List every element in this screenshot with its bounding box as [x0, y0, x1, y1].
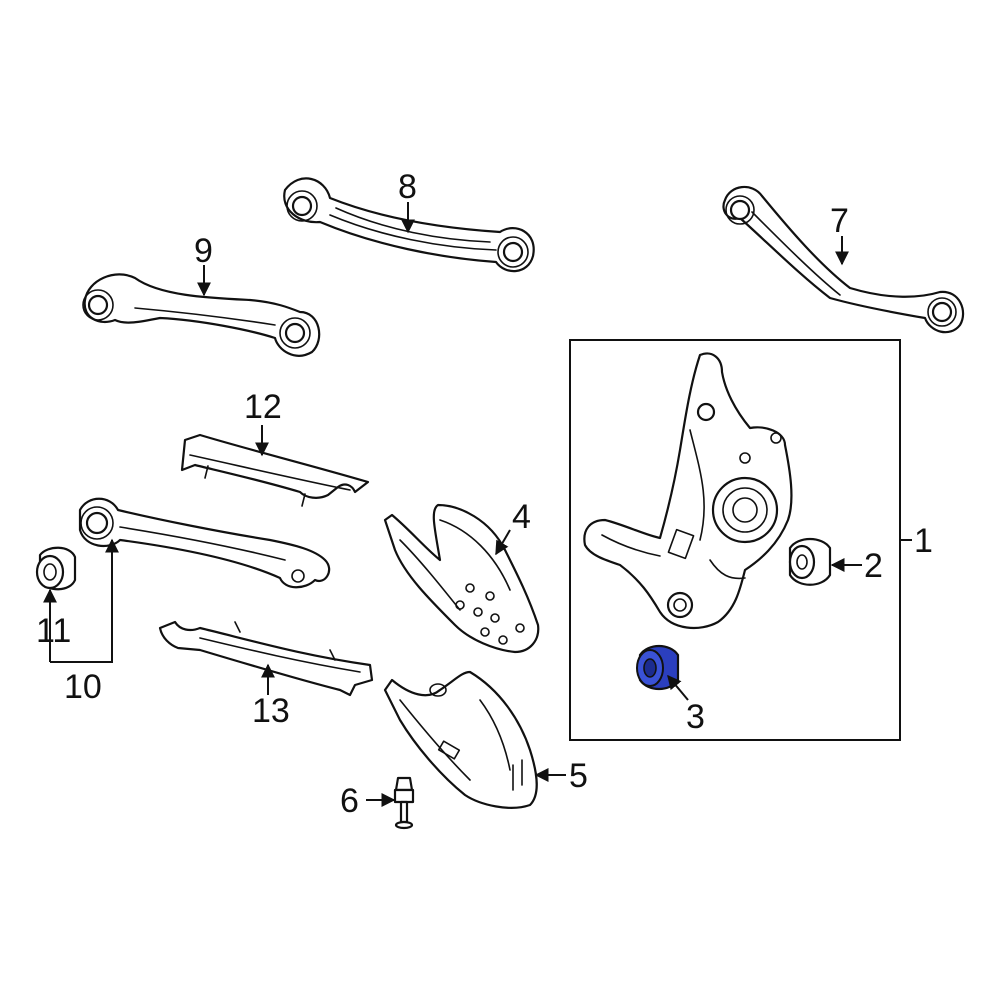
part-10-lower-arm[interactable] [78, 497, 331, 589]
part-3-bushing-highlighted[interactable] [636, 644, 680, 691]
callout-11: 11 [36, 612, 71, 650]
callout-7: 7 [830, 202, 849, 240]
callout-3: 3 [686, 698, 705, 736]
callout-5: 5 [569, 757, 588, 795]
part-7-control-arm[interactable] [722, 186, 965, 334]
part-2-bushing[interactable] [788, 537, 832, 586]
callout-9: 9 [194, 232, 213, 270]
part-9-control-arm[interactable] [82, 273, 321, 357]
part-12-cover[interactable] [180, 433, 370, 507]
part-6-bolt[interactable] [393, 776, 415, 830]
callout-labels: 1 2 3 4 5 6 7 8 9 10 11 12 13 [36, 168, 933, 820]
part-11-bushing[interactable] [35, 546, 77, 591]
callout-2: 2 [864, 547, 883, 585]
leader-lines [43, 202, 912, 807]
callout-1: 1 [914, 522, 933, 560]
callout-8: 8 [398, 168, 417, 206]
part-5-bracket[interactable] [383, 670, 538, 809]
callout-4: 4 [512, 498, 531, 536]
callout-12: 12 [244, 388, 282, 426]
callout-13: 13 [252, 692, 290, 730]
part-1-knuckle[interactable] [583, 352, 793, 629]
callout-6: 6 [340, 782, 359, 820]
callout-10: 10 [64, 668, 102, 706]
part-13-shield[interactable] [158, 620, 374, 697]
